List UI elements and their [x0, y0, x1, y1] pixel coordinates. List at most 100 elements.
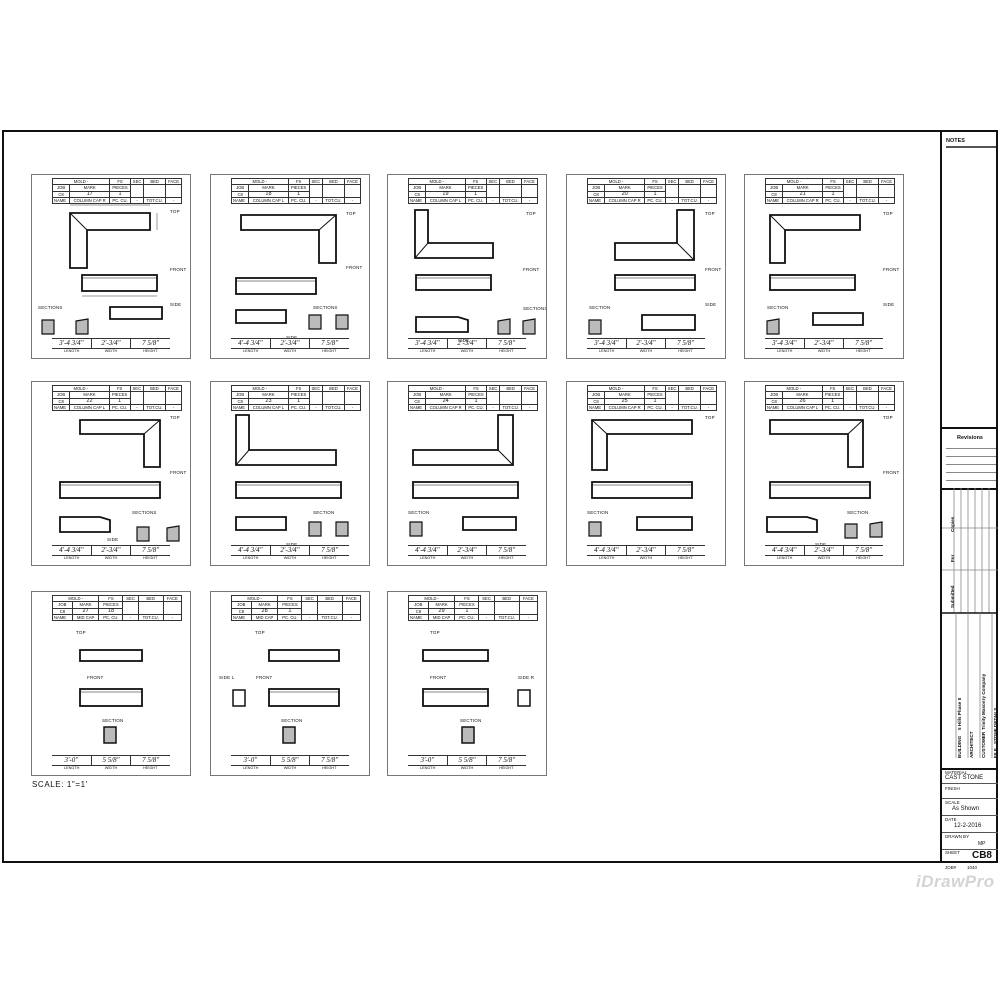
revision-line [946, 472, 996, 473]
building-label: BUILDING [957, 735, 962, 758]
divider [946, 146, 996, 148]
mark-value: 17 [69, 190, 111, 198]
l-shape-cap-drawing [588, 209, 696, 335]
idrawpro-watermark: iDrawPro [916, 872, 995, 891]
width-value: 2'-3/4" [92, 339, 132, 348]
revision-line [946, 464, 996, 465]
l-shape-cap-drawing [41, 204, 163, 335]
customer-label: CUSTOMER [981, 731, 986, 758]
l-shape-cap-drawing [235, 414, 349, 537]
l-shape-cap-drawing [414, 209, 536, 335]
l-shape-cap-drawing [235, 214, 349, 330]
finish-label: FINISH [945, 786, 960, 791]
drawn-by-label: DRAWN BY [945, 834, 970, 839]
divider [942, 849, 998, 850]
scale-value: As Shown [952, 806, 980, 812]
revision-line [946, 448, 996, 449]
submitted-label: Submitted [950, 585, 955, 608]
length-value: 3'-4 3/4" [52, 339, 92, 348]
job-value: C8 [51, 190, 71, 198]
divider [942, 783, 998, 784]
divider [942, 815, 998, 816]
distribution-grid [942, 488, 998, 758]
title-block: NOTES Revisions Copies For Submitted BUI… [940, 130, 998, 870]
file-label: FILE [993, 748, 998, 758]
for-label: For [950, 554, 955, 562]
divider [942, 798, 998, 799]
height-value: 7 5/8" [142, 339, 160, 347]
mid-cap-drawing [232, 649, 340, 744]
scale-note: SCALE: 1"=1' [32, 780, 88, 789]
copies-label: Copies [950, 516, 955, 532]
divider [942, 768, 998, 770]
date-label: DATE [945, 817, 957, 822]
l-shape-cap-drawing [59, 419, 180, 542]
revision-line [946, 456, 996, 457]
l-shape-cap-drawing [409, 414, 519, 537]
mid-cap-drawing [422, 649, 531, 744]
revisions-label: Revisions [957, 435, 983, 441]
building-value: 5 Hills Phase II [957, 697, 962, 730]
l-shape-cap-drawing [766, 214, 864, 335]
divider [942, 832, 998, 833]
divider [942, 427, 998, 429]
pieces-value: 1 [109, 190, 131, 198]
piece-name: COLUMN CAP R [69, 196, 111, 205]
sheet-label: SHEET [945, 850, 961, 855]
material-value: CAST STONE [945, 775, 984, 781]
material-label: MATERIAL [945, 770, 968, 775]
revision-line [946, 480, 996, 481]
customer-value: Trinity Masonry Company [981, 673, 986, 730]
job-label: JOB# [945, 865, 957, 870]
drawing-frame [2, 130, 998, 863]
notes-label: NOTES [946, 138, 965, 144]
mid-cap-drawing [79, 649, 143, 744]
scale-label: SCALE [945, 800, 960, 805]
file-value: STONE DETAILS [993, 707, 998, 744]
job-number: 1040 [967, 865, 978, 870]
date-value: 12-2-2016 [954, 823, 982, 829]
drawn-by-value: MP [978, 841, 986, 847]
sheet-number: CB8 [971, 850, 992, 861]
divider [942, 488, 998, 490]
architect-label: ARCHITECT [969, 731, 974, 758]
l-shape-cap-drawing [588, 419, 693, 537]
